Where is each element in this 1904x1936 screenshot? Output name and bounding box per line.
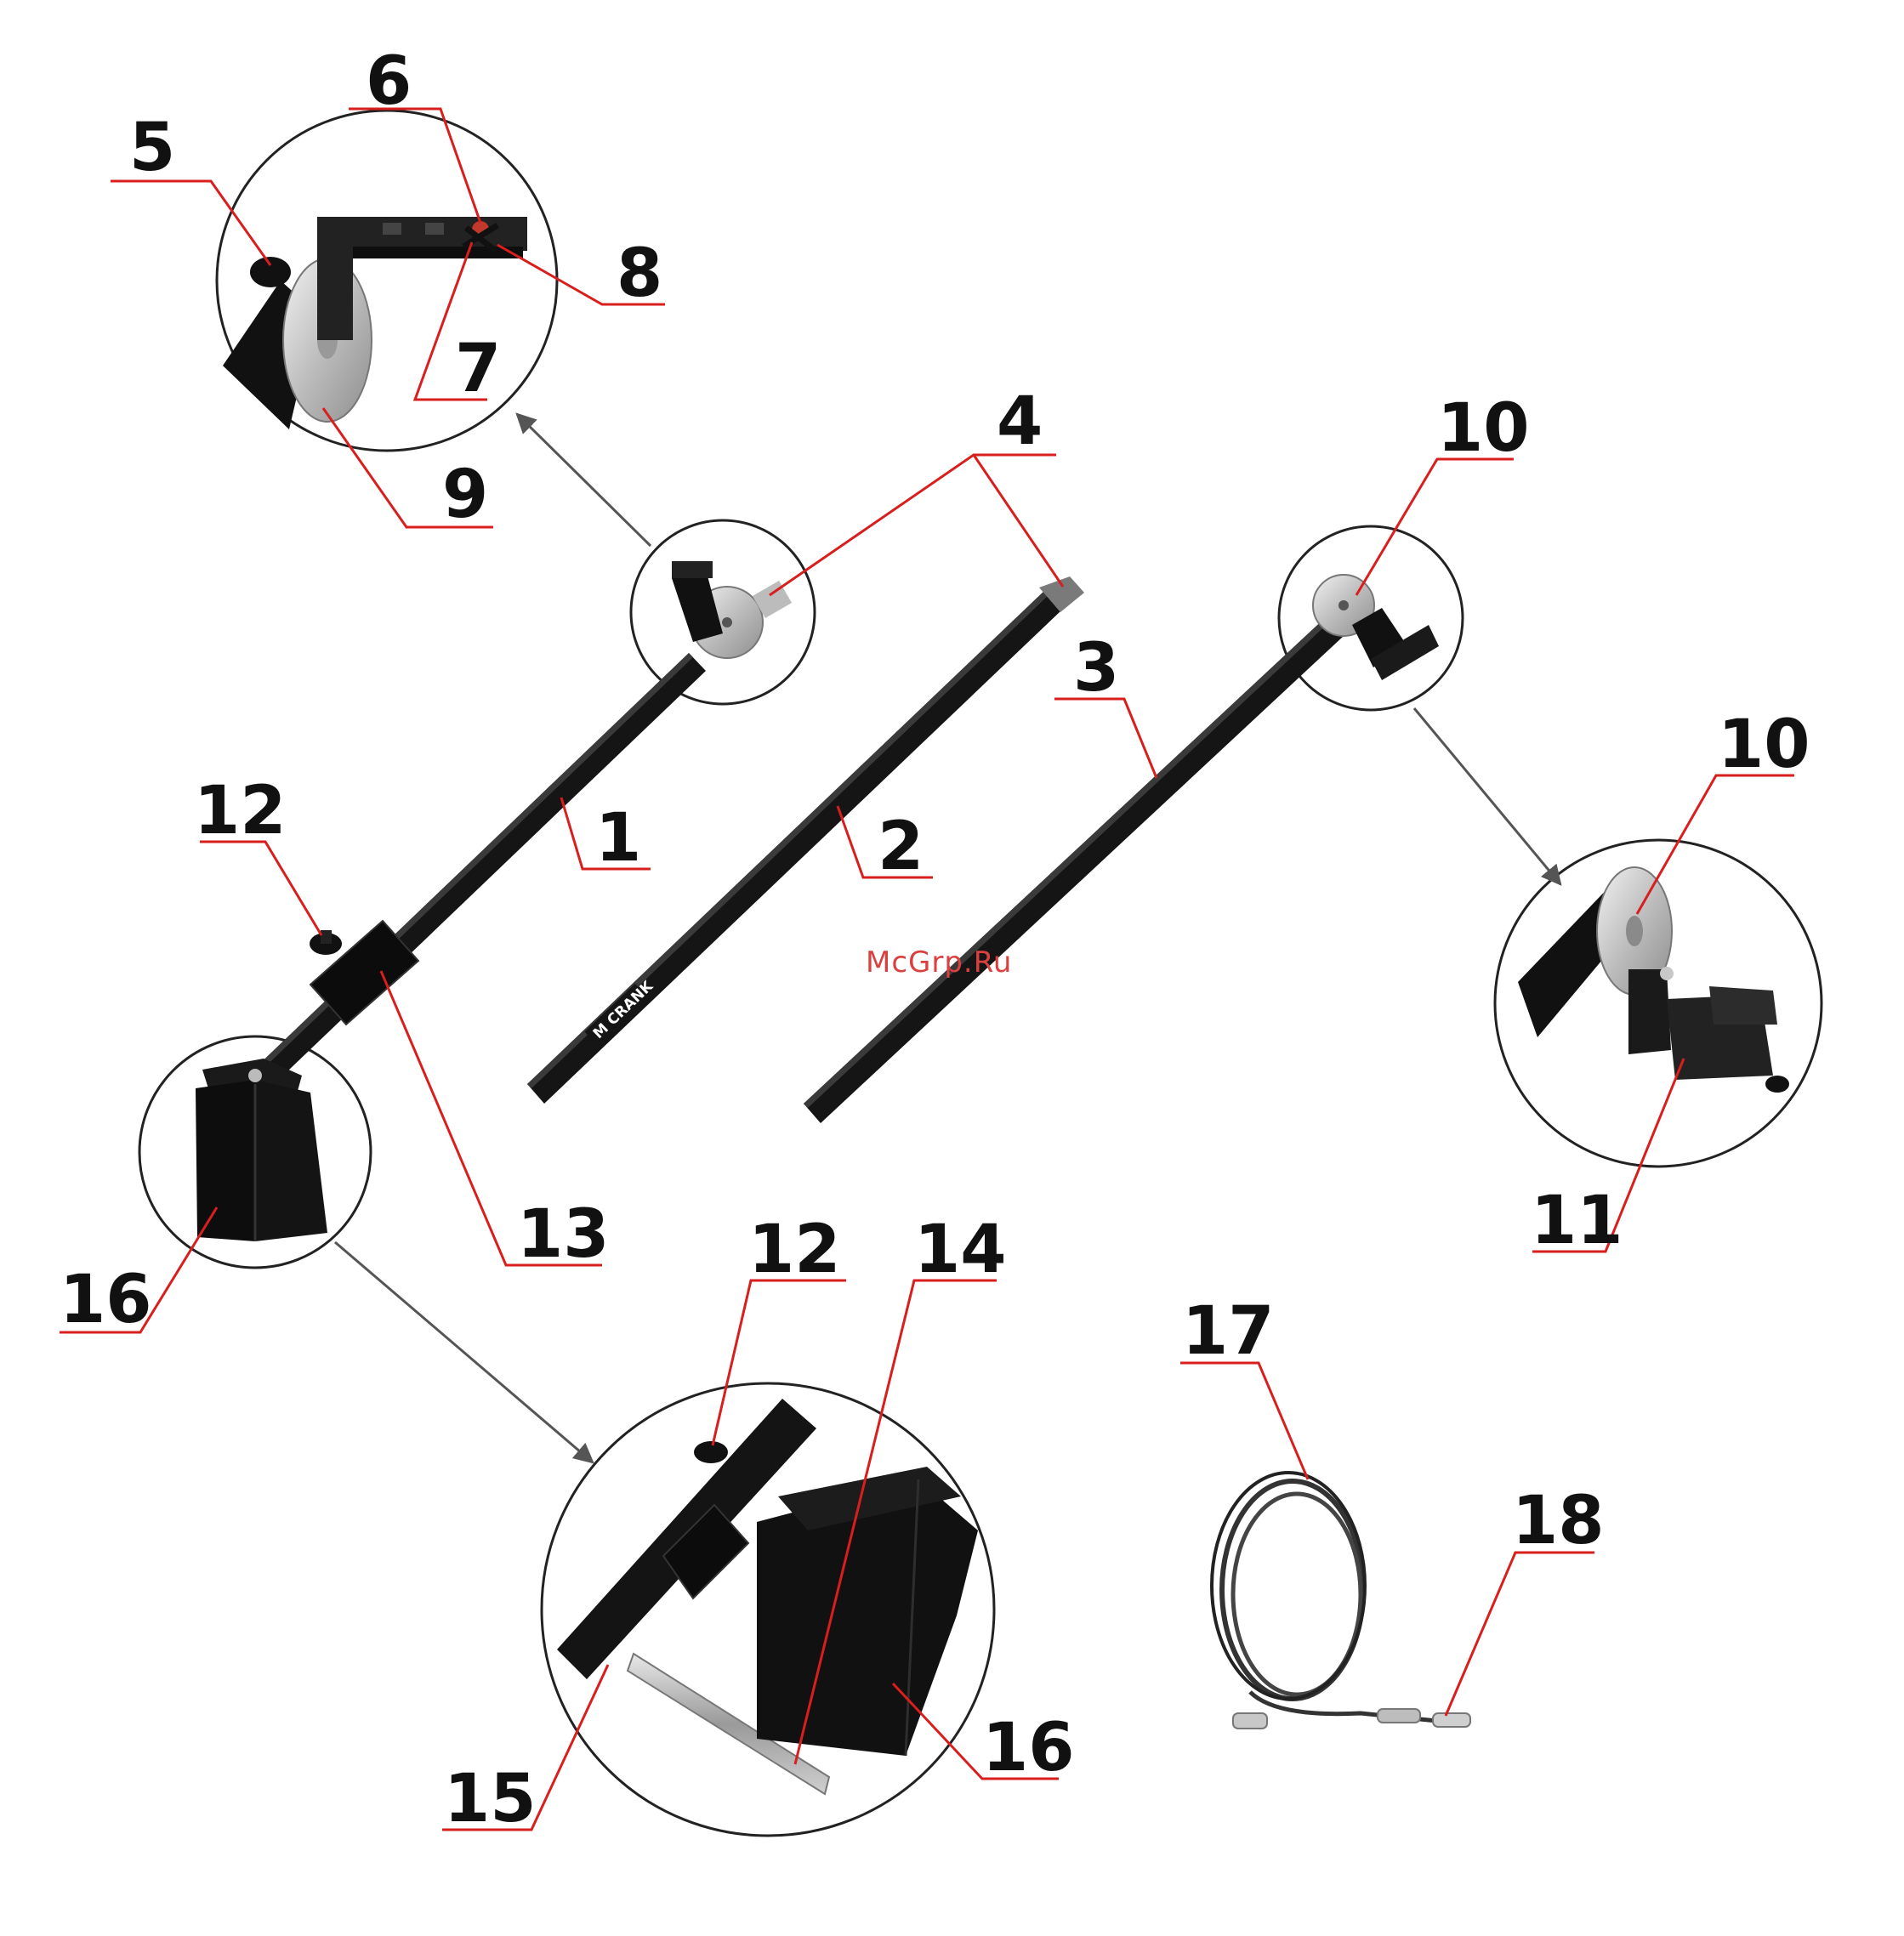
leader-18 (1446, 1553, 1594, 1716)
label-12-left: 12 (194, 773, 287, 849)
arrow-to-top-detail (517, 414, 651, 546)
label-10-right: 10 (1718, 707, 1810, 783)
label-11: 11 (1531, 1183, 1623, 1259)
cable-assembly (1212, 1473, 1470, 1729)
watermark-text: McGrp.Ru (866, 945, 1012, 979)
label-10-top: 10 (1437, 390, 1530, 467)
label-8: 8 (617, 236, 662, 312)
arrow-to-bottom-detail (335, 1242, 593, 1462)
label-18: 18 (1512, 1483, 1605, 1559)
label-16-left: 16 (60, 1262, 152, 1338)
leader-3 (1054, 699, 1157, 778)
label-12-bottom: 12 (748, 1212, 841, 1288)
label-17: 17 (1182, 1293, 1275, 1370)
label-2: 2 (878, 809, 924, 885)
right-detail-assembly (1518, 867, 1789, 1093)
label-1: 1 (595, 800, 641, 877)
label-16-bottom: 16 (982, 1710, 1075, 1786)
leader-12a (200, 842, 321, 935)
arm-end-assembly (672, 561, 792, 658)
bottom-detail-assembly (557, 1399, 978, 1794)
label-5: 5 (129, 110, 175, 186)
label-14: 14 (914, 1212, 1007, 1288)
pole-end-assembly (1313, 575, 1439, 680)
leader-4 (770, 455, 1063, 595)
bag-detail-assembly (196, 1059, 327, 1241)
label-15: 15 (444, 1761, 537, 1837)
label-4: 4 (997, 383, 1043, 460)
arrow-to-right-detail (1414, 708, 1560, 884)
label-6: 6 (366, 43, 412, 120)
leader-5 (111, 181, 270, 265)
leader-17 (1180, 1363, 1308, 1479)
label-3: 3 (1073, 630, 1119, 707)
label-13: 13 (517, 1196, 610, 1273)
label-7: 7 (455, 331, 501, 407)
leader-6 (349, 109, 480, 223)
pole-brand-text: M CRANK (590, 978, 657, 1042)
label-9: 9 (442, 457, 488, 533)
